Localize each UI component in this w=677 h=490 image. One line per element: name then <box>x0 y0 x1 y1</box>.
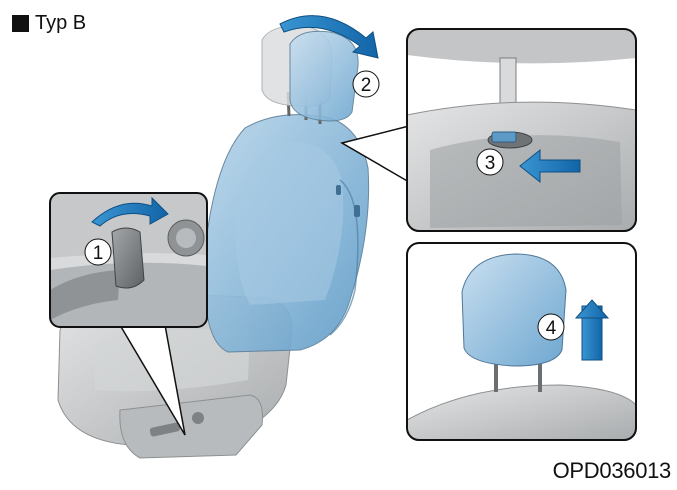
figure-title-text: Typ B <box>35 12 87 34</box>
rotate-arrow-2 <box>279 15 379 59</box>
callout-2-label: 2 <box>361 75 372 96</box>
callout-1-label: 1 <box>93 243 104 264</box>
figure-title: Typ B <box>12 12 86 35</box>
inset-1-panel <box>49 192 208 328</box>
callout-1: 1 <box>84 238 112 266</box>
callout-3: 3 <box>476 148 504 176</box>
square-bullet-icon <box>12 15 29 32</box>
callout-4-label: 4 <box>546 318 557 339</box>
callout-2: 2 <box>352 70 380 98</box>
inset-3-panel <box>406 28 637 232</box>
seat-illustration <box>57 25 370 459</box>
figure-code: OPD036013 <box>552 458 672 483</box>
callout-4: 4 <box>537 313 565 341</box>
callout-3-label: 3 <box>485 153 496 174</box>
inset-4-panel <box>406 242 637 441</box>
